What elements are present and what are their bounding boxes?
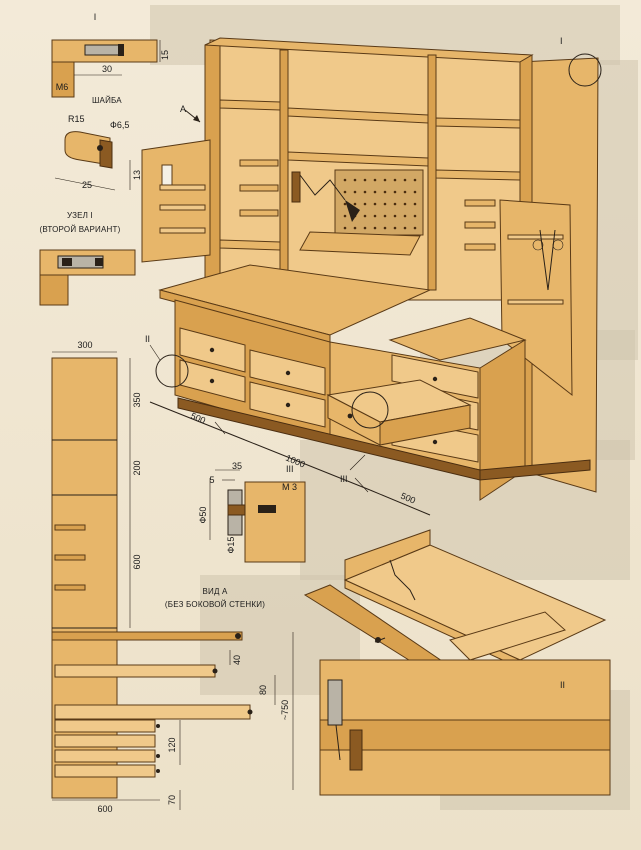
- dim-200: 200: [132, 460, 142, 475]
- label-view-a-arrow: А: [180, 104, 186, 114]
- detail-node-1: [51, 39, 161, 98]
- label-m3: М 3: [282, 482, 297, 492]
- dim-350: 350: [132, 392, 142, 407]
- label-washer: ШАЙБА: [92, 96, 122, 105]
- dim-750: ~750: [280, 700, 290, 720]
- dim-phi-50: Ф50: [198, 507, 208, 524]
- cabinet-dimension-lines: [149, 401, 431, 516]
- dim-120: 120: [167, 737, 177, 752]
- dim-80: 80: [258, 685, 268, 695]
- detail-node-2: [319, 659, 611, 796]
- dim-25: 25: [82, 180, 92, 190]
- dim-15: 15: [160, 50, 170, 60]
- label-node-1-circle: I: [560, 36, 563, 46]
- dim-600-vertical: 600: [132, 554, 142, 569]
- label-node-2-circle: II: [145, 334, 150, 344]
- label-node-1-subtitle: (ВТОРОЙ ВАРИАНТ): [40, 225, 121, 234]
- drawers-left: [179, 327, 326, 428]
- dim-300: 300: [77, 340, 92, 350]
- dim-70: 70: [167, 795, 177, 805]
- dim-35: 35: [232, 461, 242, 471]
- label-node-2-detail: II: [560, 680, 565, 690]
- label-view-a: ВИД А: [202, 587, 228, 596]
- washer-detail: [54, 131, 131, 191]
- detail-node-1-variant-2: [39, 249, 136, 306]
- pegboard-holes: [343, 178, 417, 230]
- label-node-1-title: УЗЕЛ I: [67, 211, 93, 220]
- label-node-3-circle: III: [340, 474, 348, 484]
- label-m6: М6: [56, 82, 69, 92]
- label-node-3-detail: III: [286, 464, 294, 474]
- dim-600-horizontal: 600: [97, 804, 112, 814]
- detail-node-3-profile: [209, 469, 306, 563]
- dim-phi-6-5: Ф6,5: [110, 120, 129, 130]
- label-view-a-note: (БЕЗ БОКОВОЙ СТЕНКИ): [165, 600, 265, 609]
- dim-40: 40: [232, 655, 242, 665]
- dim-13: 13: [132, 170, 142, 180]
- dim-30: 30: [102, 64, 112, 74]
- labels: I 15 30 М6 ШАЙБА R15 Ф6,5 25 13 УЗЕЛ I (…: [40, 12, 565, 814]
- cabinet-main-view: [141, 37, 602, 501]
- label-node-1-top: I: [94, 12, 97, 22]
- dim-phi-15: Ф15: [226, 537, 236, 554]
- dim-r15: R15: [68, 114, 85, 124]
- side-elevation-view-a: [51, 351, 294, 810]
- dim-5: 5: [209, 475, 214, 485]
